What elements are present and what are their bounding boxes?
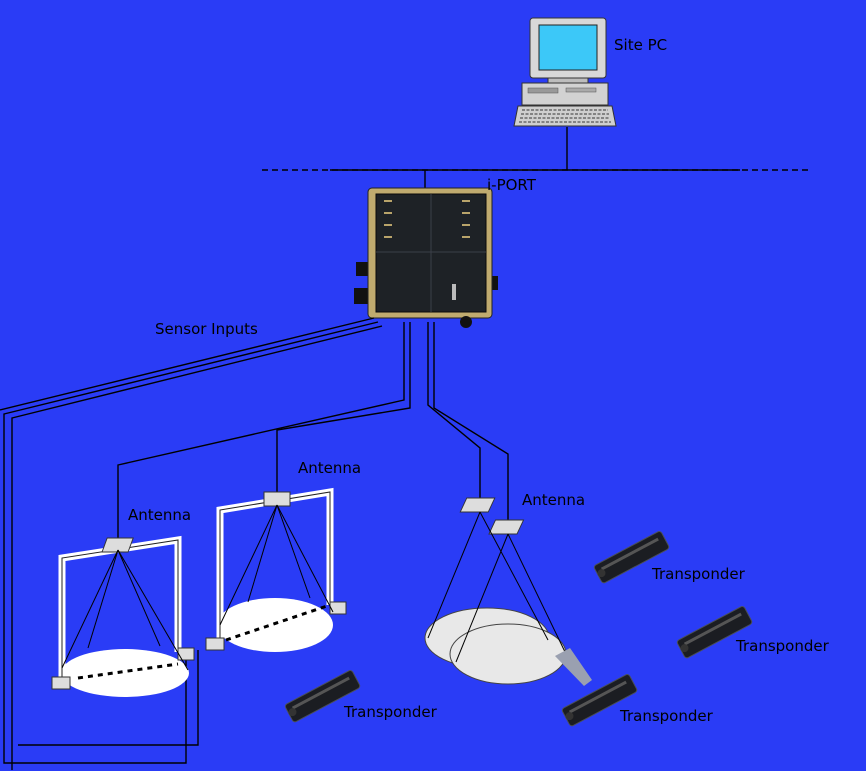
transponder-label-3: Transponder xyxy=(344,703,437,721)
transponder-label-1: Transponder xyxy=(652,565,745,583)
iport-label: i-PORT xyxy=(487,176,536,194)
sensor-inputs-label: Sensor Inputs xyxy=(155,320,258,338)
transponder-label-2: Transponder xyxy=(736,637,829,655)
iport-reader-device xyxy=(354,188,498,328)
antenna-label-3: Antenna xyxy=(522,491,585,509)
site-pc-label: Site PC xyxy=(614,36,667,54)
antenna-label-1: Antenna xyxy=(128,506,191,524)
transponder-label-4: Transponder xyxy=(620,707,713,725)
antenna-label-2: Antenna xyxy=(298,459,361,477)
